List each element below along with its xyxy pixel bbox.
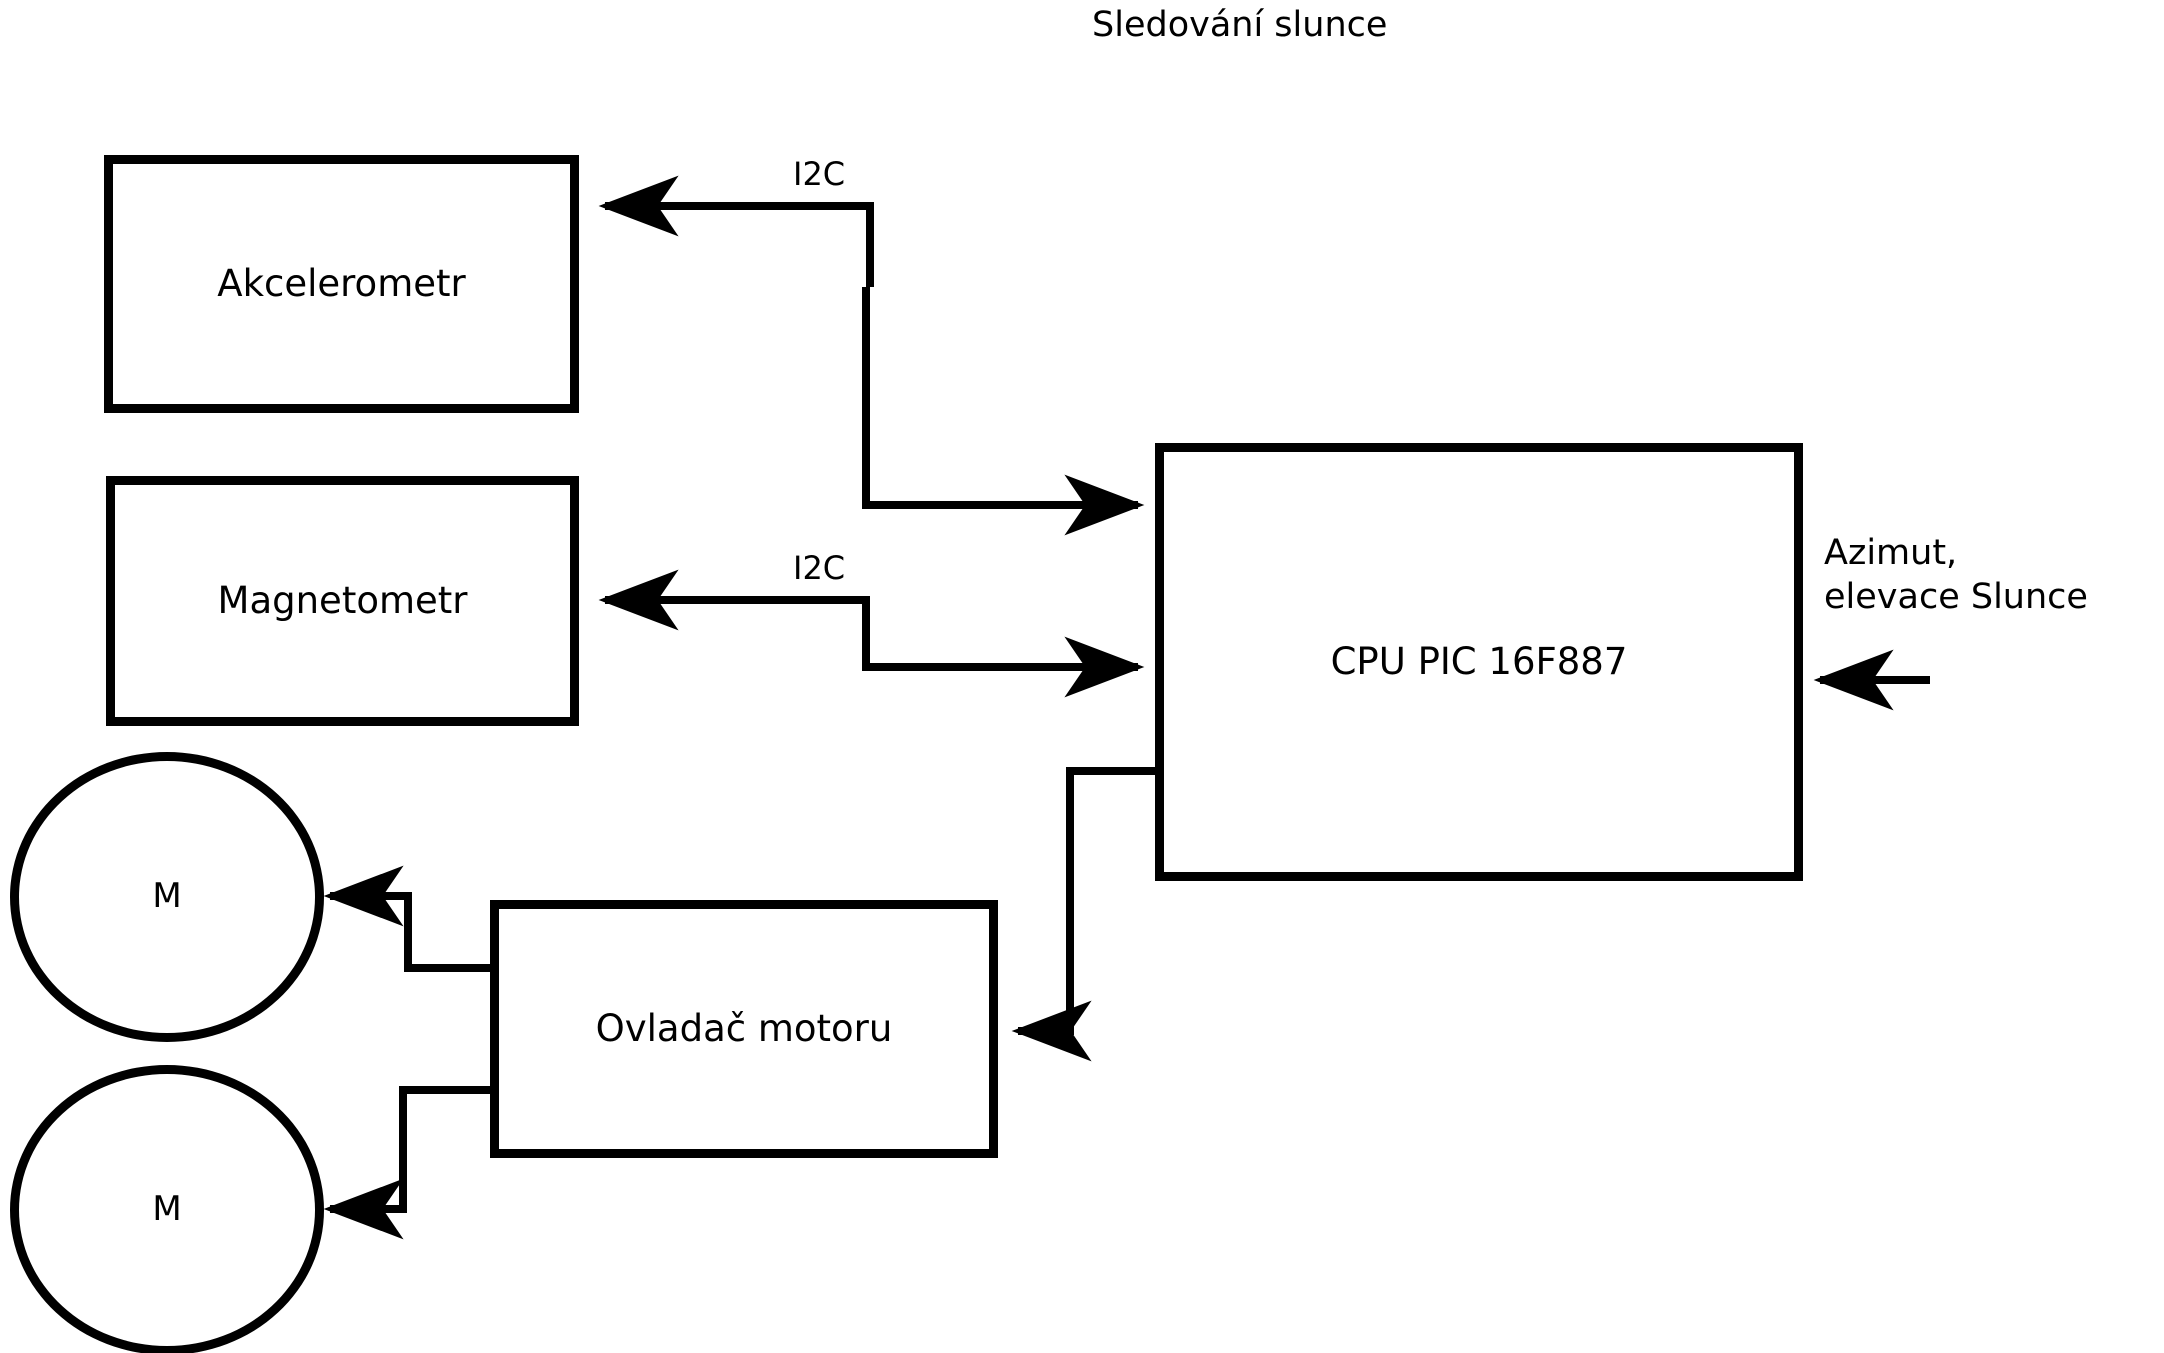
node-motor-top-label: M bbox=[152, 876, 182, 917]
edge-ovladac-to-motor-top bbox=[323, 865, 490, 972]
node-cpu-label: CPU PIC 16F887 bbox=[1330, 639, 1628, 683]
edge-ovladac-to-motor-bottom bbox=[323, 1086, 490, 1240]
edge-magnetometr-to-cpu bbox=[862, 600, 1145, 698]
edge-label-i2c-accelerometer: I2C bbox=[793, 155, 846, 193]
node-magnetometr[interactable]: Magnetometr bbox=[106, 476, 579, 726]
node-motor-bottom[interactable]: M bbox=[10, 1065, 324, 1353]
edge-cpu-to-ovladac bbox=[1011, 767, 1155, 1062]
page-title: Sledování slunce bbox=[1092, 5, 1388, 45]
node-magnetometr-label: Magnetometr bbox=[217, 578, 468, 622]
node-ovladac-motoru[interactable]: Ovladač motoru bbox=[490, 900, 998, 1158]
edge-label-i2c-magnetometer: I2C bbox=[793, 549, 846, 587]
node-motor-top[interactable]: M bbox=[10, 752, 324, 1042]
node-akcelerometr-label: Akcelerometr bbox=[217, 261, 466, 305]
edge-cpu-to-akcelerometr bbox=[598, 175, 874, 287]
io-label-sun-input-line1: Azimut, bbox=[1824, 533, 1958, 573]
node-ovladac-motoru-label: Ovladač motoru bbox=[595, 1006, 893, 1050]
node-motor-bottom-label: M bbox=[152, 1189, 182, 1230]
node-cpu[interactable]: CPU PIC 16F887 bbox=[1155, 443, 1803, 881]
edge-akcelerometr-to-cpu bbox=[862, 287, 1145, 536]
node-akcelerometr[interactable]: Akcelerometr bbox=[104, 155, 579, 413]
io-label-sun-input-line2: elevace Slunce bbox=[1824, 577, 2088, 617]
